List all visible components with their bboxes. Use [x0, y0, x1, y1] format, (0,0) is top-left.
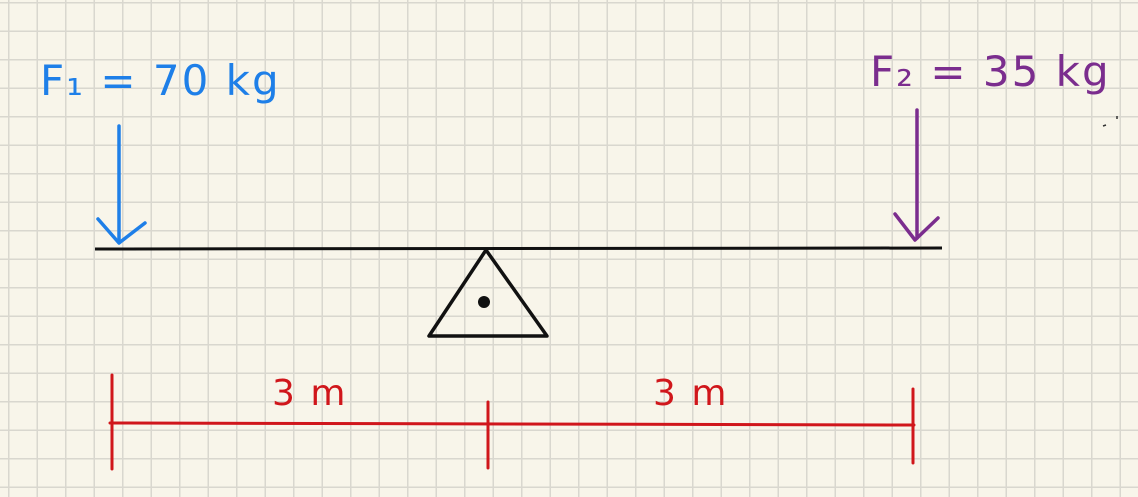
- force-f1-label: F₁ = 70 kg: [40, 56, 281, 105]
- force-f1: F₁ = 70 kg: [40, 56, 281, 245]
- force-f2-label: F₂ = 35 kg: [870, 47, 1111, 96]
- force-f2: F₂ = 35 kg: [870, 47, 1118, 242]
- pivot-point: [478, 296, 490, 308]
- stray-pen-marks: [1102, 116, 1118, 127]
- distance-dimension: 3 m 3 m: [108, 373, 916, 471]
- fulcrum: [427, 248, 549, 338]
- fulcrum-triangle: [427, 248, 549, 338]
- distance-left-label: 3 m: [272, 373, 347, 414]
- lever-beam: [94, 246, 943, 251]
- distance-right-label: 3 m: [653, 373, 728, 414]
- dimension-line: [108, 421, 916, 427]
- force-f1-arrow-head: [96, 217, 147, 245]
- force-f2-arrow-head: [893, 212, 940, 242]
